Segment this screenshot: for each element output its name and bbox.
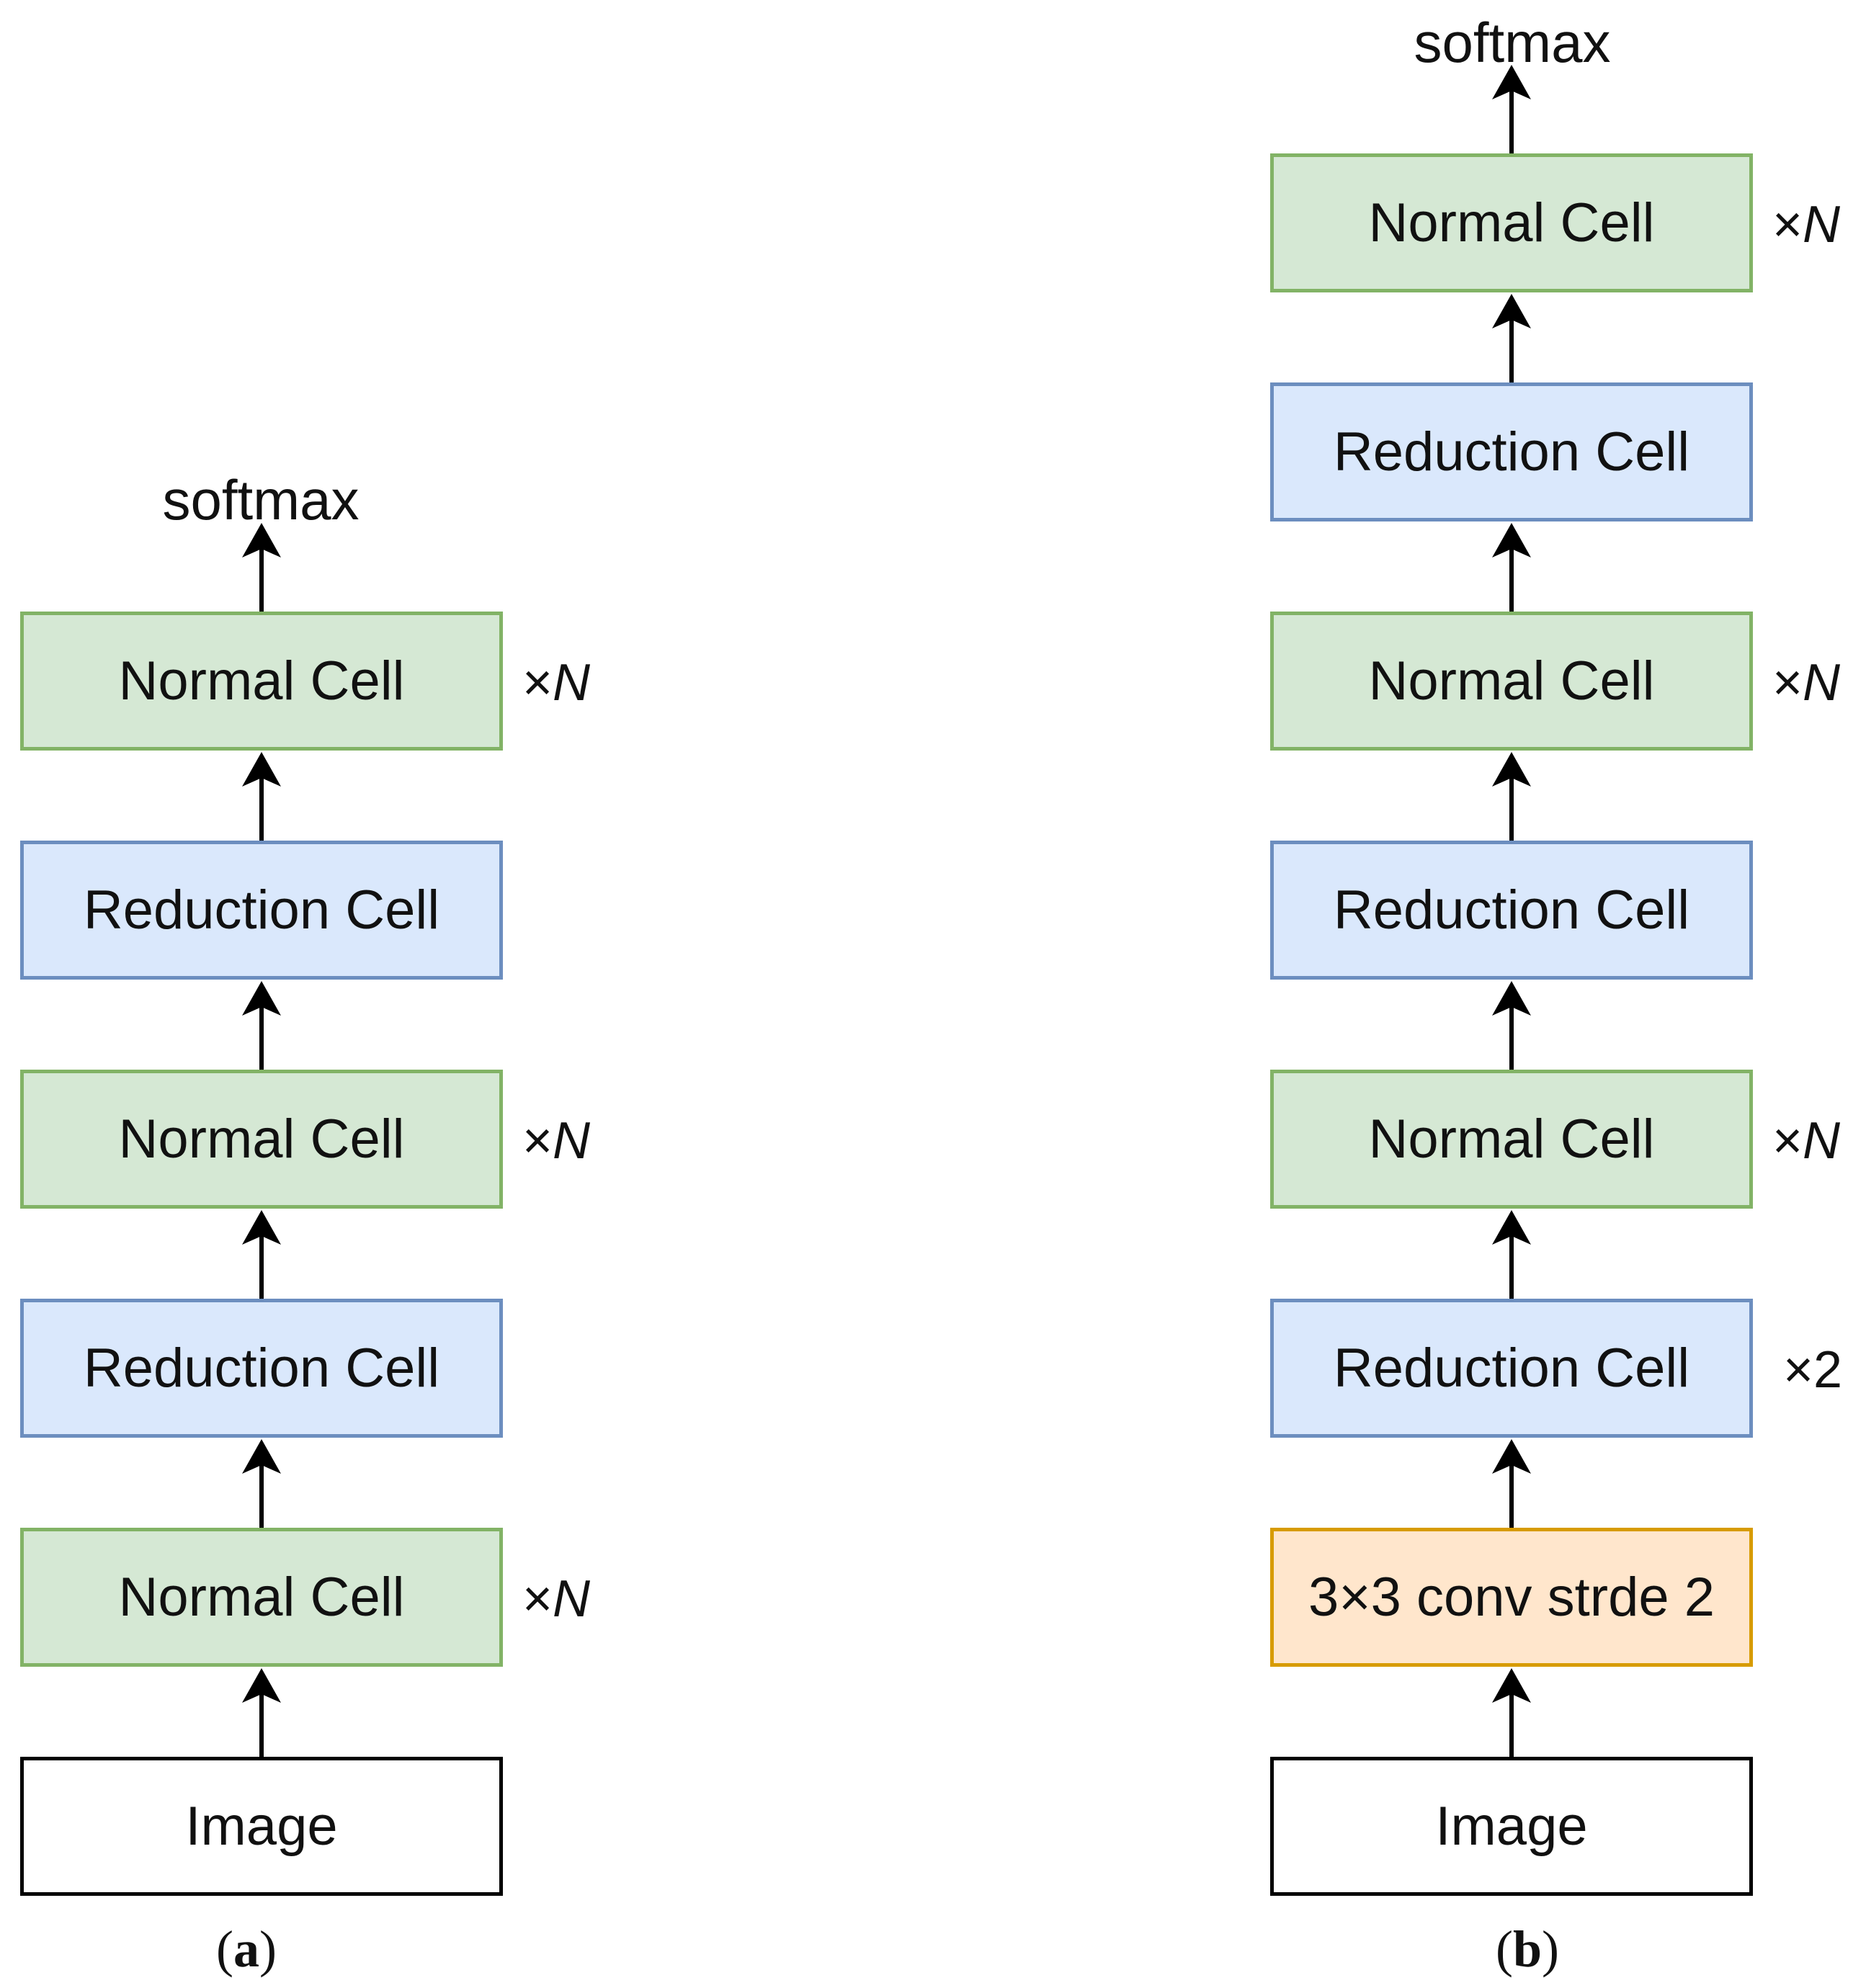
panel-a-arrowhead-6	[242, 523, 281, 558]
panel-b-reduction-cell-1: Reduction Cell	[1270, 1299, 1753, 1438]
panel-a-normal-cell-2: Normal Cell	[20, 1070, 503, 1209]
panel-b-normal-cell-1: Normal Cell	[1270, 1070, 1753, 1209]
panel-a-image-input: Image	[20, 1757, 503, 1896]
panel-a-multiplier-1: ×N	[522, 1570, 591, 1628]
panel-a-arrowhead-4	[242, 981, 281, 1016]
panel-a-output-label: softmax	[162, 468, 360, 532]
panel-b-conv-stem: 3×3 conv strde 2	[1270, 1528, 1753, 1667]
panel-b-reduction-cell-2: Reduction Cell	[1270, 841, 1753, 980]
panel-b-arrowhead-7	[1492, 294, 1531, 328]
panel-b-image-input: Image	[1270, 1757, 1753, 1896]
panel-b-multiplier-3: ×N	[1772, 196, 1841, 254]
panel-b-output-label: softmax	[1414, 11, 1611, 74]
panel-b-multiplier-2: ×N	[1772, 654, 1841, 712]
panel-b-arrowhead-3	[1492, 1210, 1531, 1245]
panel-b-multiplier-reduction: ×2	[1783, 1341, 1843, 1399]
panel-b-normal-cell-3: Normal Cell	[1270, 153, 1753, 292]
panel-b-caption: (b)	[1495, 1920, 1560, 1978]
panel-a-normal-cell-1: Normal Cell	[20, 1528, 503, 1667]
panel-a-reduction-cell-1: Reduction Cell	[20, 1299, 503, 1438]
panel-b-normal-cell-2: Normal Cell	[1270, 612, 1753, 751]
panel-a-multiplier-2: ×N	[522, 1112, 591, 1170]
panel-b-reduction-cell-3: Reduction Cell	[1270, 382, 1753, 521]
panel-b-arrowhead-1	[1492, 1668, 1531, 1703]
panel-b-multiplier-1: ×N	[1772, 1112, 1841, 1170]
panel-a-caption: (a)	[216, 1920, 277, 1978]
panel-b-arrowhead-6	[1492, 523, 1531, 558]
panel-a-reduction-cell-2: Reduction Cell	[20, 841, 503, 980]
panel-b-arrowhead-4	[1492, 981, 1531, 1016]
panel-a-multiplier-3: ×N	[522, 654, 591, 712]
panel-a-arrowhead-5	[242, 752, 281, 787]
panel-a-arrowhead-3	[242, 1210, 281, 1245]
panel-a-normal-cell-3: Normal Cell	[20, 612, 503, 751]
panel-a-arrowhead-2	[242, 1439, 281, 1474]
panel-b-arrowhead-5	[1492, 752, 1531, 787]
panel-a-arrowhead-1	[242, 1668, 281, 1703]
panel-b-arrowhead-8	[1492, 65, 1531, 99]
panel-b-arrowhead-2	[1492, 1439, 1531, 1474]
